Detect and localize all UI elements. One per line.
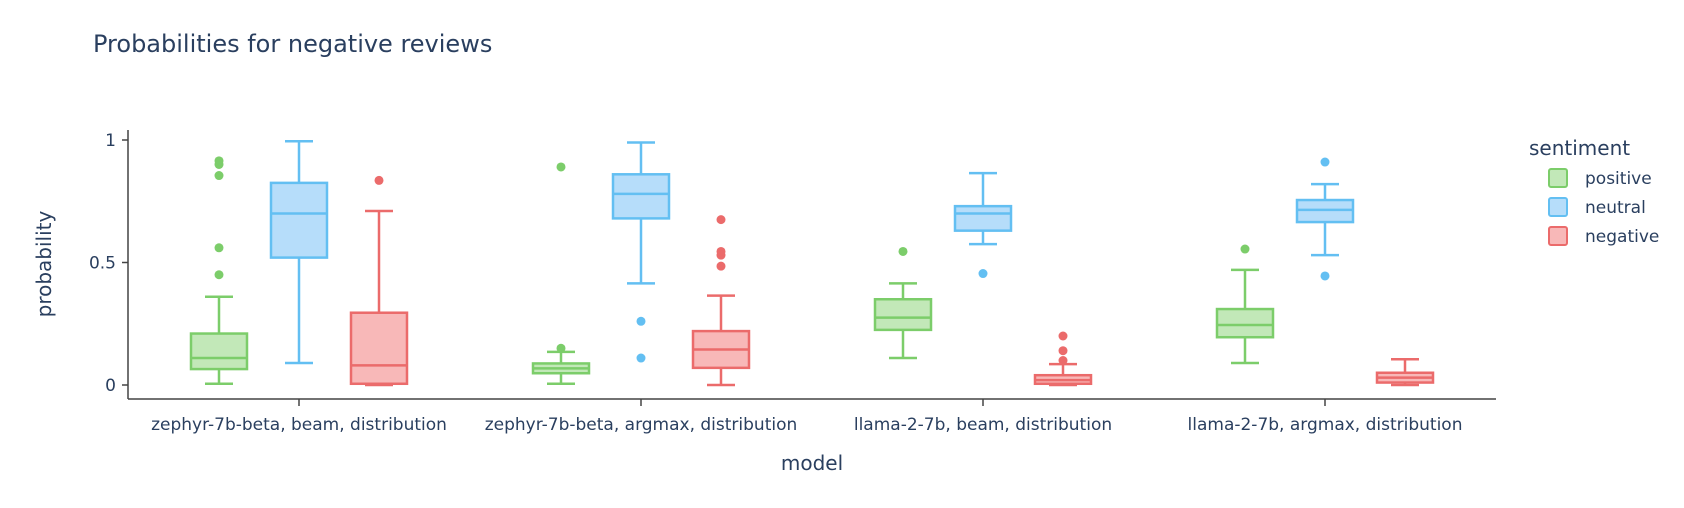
y-tick-label: 0 [105, 376, 116, 396]
outlier-point [1240, 244, 1250, 254]
legend-label-positive: positive [1585, 169, 1652, 189]
outlier-point [1320, 271, 1330, 281]
outlier-point [556, 162, 566, 172]
box-positive-3 [873, 246, 933, 360]
series-neutral [269, 139, 1355, 365]
box-positive-1 [189, 156, 249, 386]
box-positive-4 [1215, 244, 1275, 365]
box-iqr [873, 298, 933, 332]
outlier-point [214, 156, 224, 166]
series-positive [189, 156, 1275, 386]
plot-area [189, 139, 1435, 387]
outlier-point [214, 243, 224, 253]
box-iqr [953, 204, 1013, 232]
legend-label-negative: negative [1585, 227, 1659, 247]
outlier-point [716, 215, 726, 225]
outlier-point [1058, 356, 1068, 365]
outlier-point [716, 261, 726, 271]
x-tick-label: llama-2-7b, beam, distribution [854, 415, 1112, 435]
box-iqr [349, 311, 409, 386]
box-neutral-2 [611, 141, 671, 363]
outlier-point [556, 343, 566, 353]
outlier-point [636, 316, 646, 326]
x-tick-label: llama-2-7b, argmax, distribution [1188, 415, 1463, 435]
outlier-point [716, 246, 726, 256]
outlier-point [978, 269, 988, 279]
y-tick-label: 0.5 [89, 254, 116, 274]
box-neutral-3 [953, 171, 1013, 279]
outlier-point [1058, 346, 1068, 356]
legend-swatch-negative [1548, 226, 1568, 246]
outlier-point [1058, 331, 1068, 341]
box-iqr [1215, 307, 1275, 339]
box-positive-2 [531, 162, 591, 386]
outlier-point [898, 246, 908, 256]
legend-label-neutral: neutral [1585, 198, 1646, 218]
x-tick-label: zephyr-7b-beta, argmax, distribution [485, 415, 798, 435]
box-negative-2 [691, 215, 751, 387]
box-negative-4 [1375, 358, 1435, 387]
x-tick-label: zephyr-7b-beta, beam, distribution [151, 415, 447, 435]
box-negative-3 [1033, 331, 1093, 387]
chart-title: Probabilities for negative reviews [93, 30, 492, 58]
legend: sentiment positive neutral negative [1529, 136, 1659, 247]
outlier-point [214, 171, 224, 181]
box-neutral-4 [1295, 157, 1355, 281]
legend-swatch-neutral [1548, 197, 1568, 217]
y-axis: 00.51 [89, 131, 128, 396]
outlier-point [214, 270, 224, 280]
box-iqr [269, 181, 329, 259]
box-iqr [611, 173, 671, 220]
box-neutral-1 [269, 139, 329, 365]
x-axis: zephyr-7b-beta, beam, distribution zephyr… [151, 399, 1462, 435]
y-tick-label: 1 [105, 131, 116, 151]
legend-title: sentiment [1529, 136, 1630, 160]
series-negative [349, 175, 1435, 387]
legend-swatch-positive [1548, 168, 1568, 188]
box-iqr [189, 332, 249, 371]
y-axis-title: probability [32, 210, 56, 317]
box-negative-1 [349, 175, 409, 387]
outlier-point [636, 353, 646, 363]
outlier-point [374, 175, 384, 185]
outlier-point [1320, 157, 1330, 167]
x-axis-title: model [781, 451, 843, 475]
